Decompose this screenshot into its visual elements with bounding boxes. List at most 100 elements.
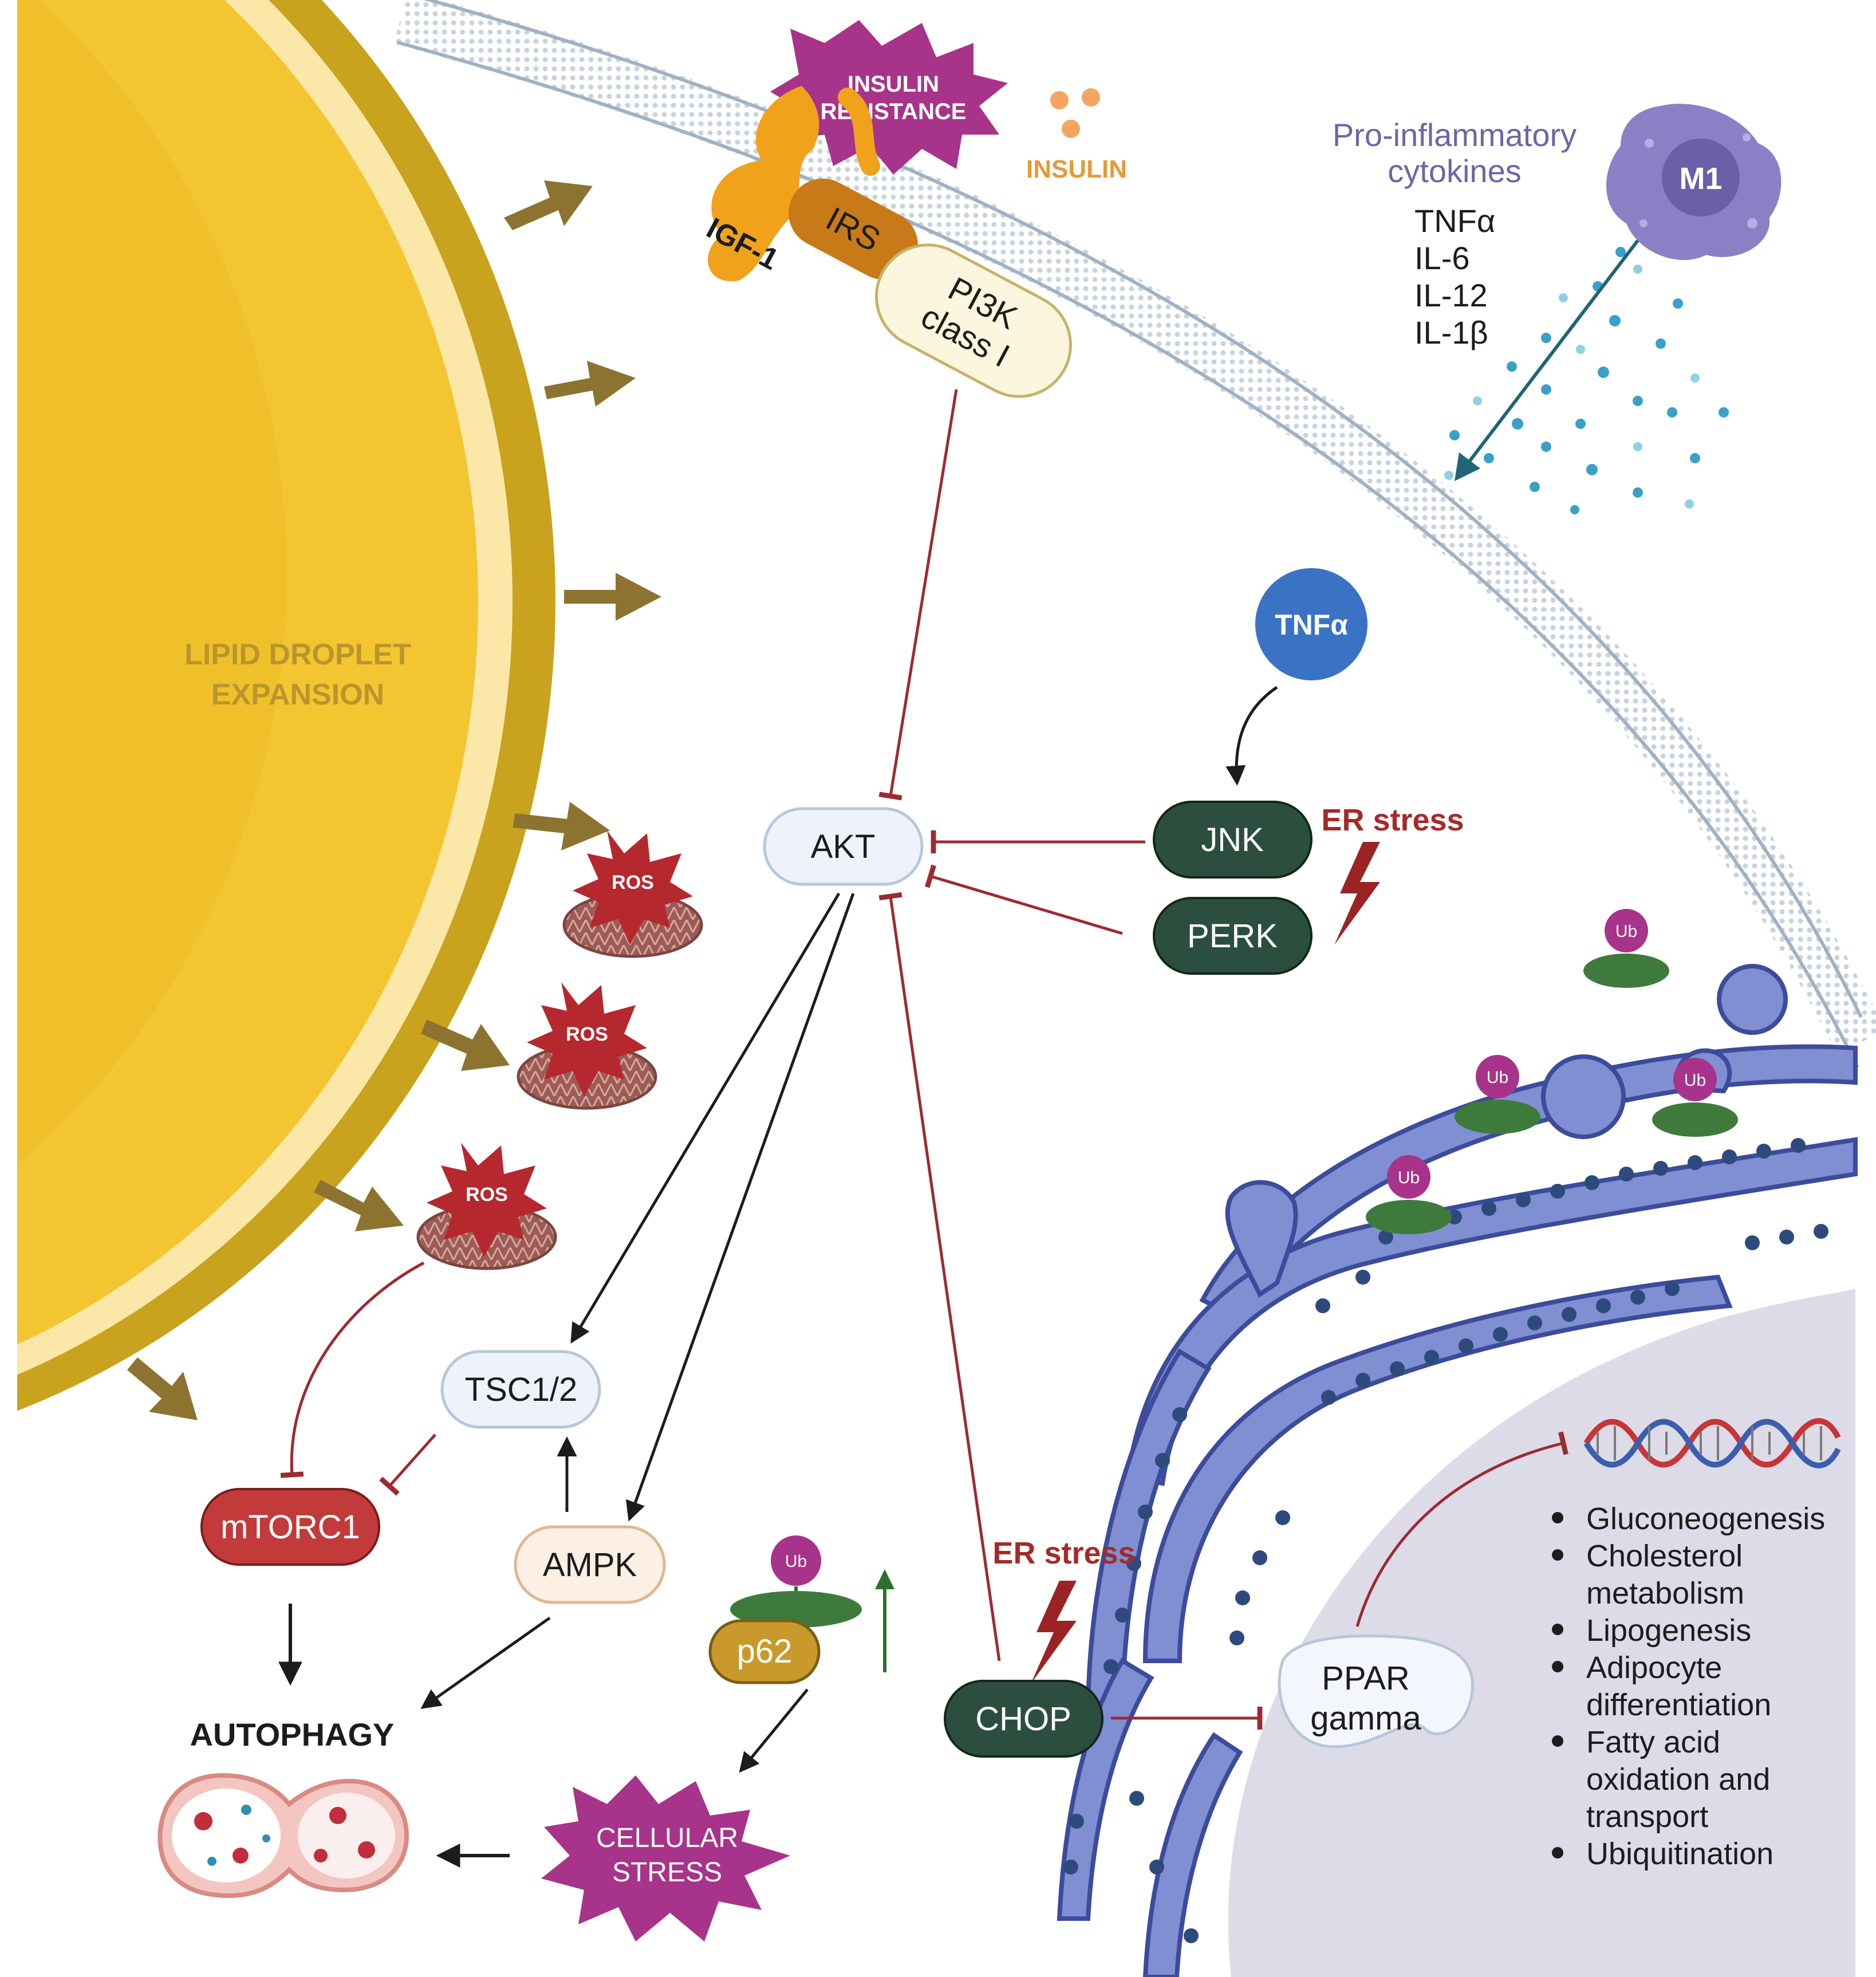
ros-mtorc1-inhibition xyxy=(280,1261,425,1478)
tnfa-node: TNFα xyxy=(1255,568,1367,680)
cell-membrane xyxy=(393,0,1876,1069)
ros-mitochondrion: ROS xyxy=(416,1143,557,1270)
pi3k-class-i: PI3K class I xyxy=(875,243,1072,398)
expansion-arrow xyxy=(513,802,610,850)
cytokine-il6: IL-6 xyxy=(1414,240,1470,276)
expansion-arrow xyxy=(314,1180,404,1231)
perk-node: PERK xyxy=(1153,897,1313,975)
upregulation-arrow xyxy=(875,1569,894,1589)
insulin-resistance-line1: INSULIN xyxy=(848,72,939,97)
gene-target-item: Lipogenesis xyxy=(1586,1613,1751,1648)
p62-label: p62 xyxy=(737,1633,793,1670)
gene-target-item-cont: transport xyxy=(1586,1799,1708,1834)
akt-to-tsc-arrow xyxy=(570,892,841,1344)
chop-label: CHOP xyxy=(975,1700,1071,1738)
perk-akt-inhibition xyxy=(925,864,1123,935)
tsc-mtorc1-inhibition xyxy=(379,1433,436,1496)
jnk-node: JNK xyxy=(1153,801,1313,879)
tsc-node: TSC1/2 xyxy=(440,1350,601,1429)
ub-label: Ub xyxy=(1398,1168,1420,1187)
cytokine-il1b: IL-1β xyxy=(1414,314,1488,350)
gene-target-list: Gluconeogenesis Cholesterol metabolism L… xyxy=(1552,1502,1825,1871)
akt-to-ampk-arrow xyxy=(625,893,855,1522)
expansion-arrow xyxy=(421,1019,510,1071)
ros-label: ROS xyxy=(612,872,654,893)
insulin-label: INSULIN xyxy=(1026,155,1127,183)
gene-target-item: Gluconeogenesis xyxy=(1586,1502,1825,1536)
ampk-to-autophagy-arrow xyxy=(420,1616,551,1710)
droplet-expansion-arrows xyxy=(127,180,661,1420)
lipid-droplet xyxy=(0,0,555,1977)
expansion-arrow xyxy=(504,180,593,230)
gene-target-item-cont: differentiation xyxy=(1586,1688,1771,1722)
expansion-arrow xyxy=(127,1357,198,1420)
ubiquitinated-protein: Ub xyxy=(1652,1058,1738,1137)
insulin-molecules: INSULIN xyxy=(1026,88,1127,183)
ros-mitochondrion: ROS xyxy=(562,830,703,958)
er-stress-bottom-label: ER stress xyxy=(992,1536,1135,1570)
autophagosome-icon xyxy=(157,1773,409,1899)
ubiquitinated-protein: Ub xyxy=(1455,1055,1540,1134)
cytokine-title-line2: cytokines xyxy=(1388,153,1521,189)
macrophage-group: Pro-inflammatory cytokines M1 TNFα IL-6 … xyxy=(1333,104,1782,514)
tsc-label: TSC1/2 xyxy=(465,1371,578,1408)
gene-target-item: Fatty acid xyxy=(1586,1725,1720,1759)
lipid-droplet-label: LIPID DROPLET EXPANSION xyxy=(184,638,411,711)
irs-protein: IRS xyxy=(789,178,918,280)
chop-akt-inhibition xyxy=(878,892,1001,1661)
cellular-stress-burst: CELLULAR STRESS xyxy=(541,1775,790,1941)
tnfa-to-jnk-arrow xyxy=(1225,686,1278,786)
mtorc1-node: mTORC1 xyxy=(200,1488,380,1566)
ub-label: Ub xyxy=(785,1552,807,1571)
akt-node: AKT xyxy=(763,807,924,886)
ppar-label-line1: PPAR xyxy=(1322,1660,1410,1697)
cytokine-il12: IL-12 xyxy=(1414,277,1488,313)
gene-target-item-cont: metabolism xyxy=(1586,1576,1744,1610)
droplet-label-line1: LIPID DROPLET xyxy=(184,638,411,671)
nucleus xyxy=(1228,1289,1855,1977)
insulin-resistance-burst: INSULIN RESISTANCE xyxy=(770,20,1008,175)
gene-target-item-cont: oxidation and xyxy=(1586,1762,1770,1797)
ppar-dna-inhibition xyxy=(1355,1431,1568,1627)
autophagy-label: AUTOPHAGY xyxy=(190,1716,395,1752)
perk-label: PERK xyxy=(1187,917,1278,955)
ubiquitinated-protein: Ub xyxy=(1366,1155,1452,1234)
er-stress-bottom: ER stress xyxy=(992,1536,1136,1684)
gene-target-item: Ubiquitination xyxy=(1586,1837,1773,1871)
cytokine-tnfa: TNFα xyxy=(1414,203,1495,239)
droplet-label-line2: EXPANSION xyxy=(211,678,384,711)
lightning-icon xyxy=(1334,842,1380,945)
akt-label: AKT xyxy=(811,828,876,865)
pi3k-akt-inhibition xyxy=(878,389,958,801)
mtorc1-label: mTORC1 xyxy=(220,1509,360,1546)
ros-mitochondrion: ROS xyxy=(517,982,657,1110)
ub-label: Ub xyxy=(1487,1068,1508,1087)
chop-node: CHOP xyxy=(944,1680,1103,1758)
ub-label: Ub xyxy=(1684,1071,1706,1090)
ros-label: ROS xyxy=(466,1184,508,1206)
gene-target-item: Cholesterol xyxy=(1586,1539,1743,1573)
ub-label: Ub xyxy=(1615,922,1637,941)
m1-label: M1 xyxy=(1679,162,1722,196)
jnk-label: JNK xyxy=(1201,821,1264,858)
p62-complex: Ub p62 xyxy=(708,1535,894,1684)
ppar-gamma-node: PPAR gamma xyxy=(1278,1634,1474,1748)
expansion-arrow xyxy=(564,573,661,621)
dna-icon xyxy=(1583,1418,1841,1468)
cellular-stress-line1: CELLULAR xyxy=(596,1823,738,1853)
gene-target-item: Adipocyte xyxy=(1586,1651,1722,1685)
ros-label: ROS xyxy=(566,1023,608,1045)
er-stress-top: ER stress xyxy=(1321,803,1464,945)
p62-to-stress-arrow xyxy=(739,1688,809,1773)
er-stress-top-label: ER stress xyxy=(1321,803,1464,837)
ampk-label: AMPK xyxy=(543,1546,637,1584)
expansion-arrow xyxy=(544,361,636,407)
igf1-receptor: IGF-1 xyxy=(701,86,880,282)
lightning-icon xyxy=(1031,1581,1077,1684)
ppar-label-line2: gamma xyxy=(1310,1700,1421,1737)
m1-macrophage: M1 xyxy=(1606,104,1782,260)
ubiquitinated-protein: Ub xyxy=(1583,909,1669,988)
cytokine-title-line1: Pro-inflammatory xyxy=(1333,117,1577,153)
